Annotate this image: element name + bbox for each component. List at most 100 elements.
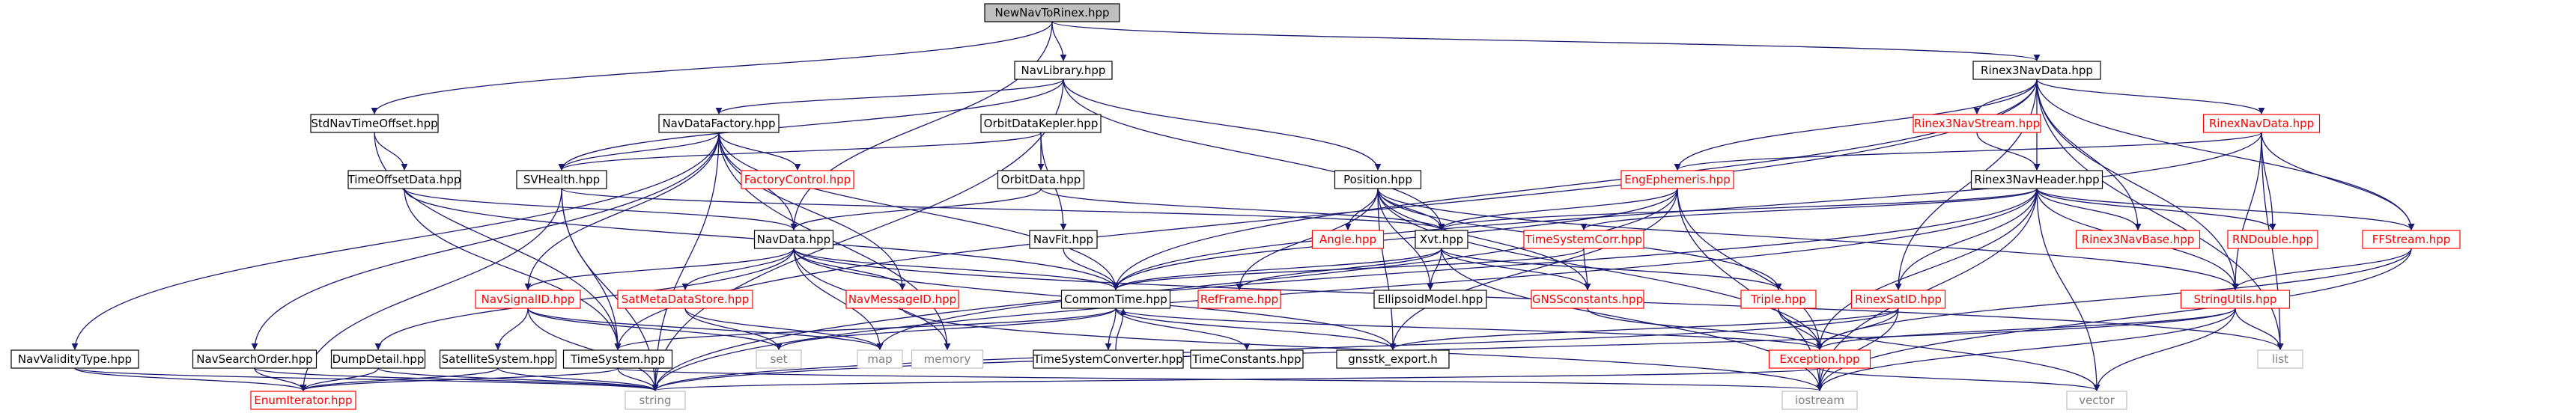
node-box	[2075, 230, 2201, 249]
node-label: RefFrame.hpp	[1200, 293, 1278, 306]
node-satsys[interactable]: SatelliteSystem.hpp	[439, 349, 557, 369]
node-xvt[interactable]: Xvt.hpp	[1415, 230, 1468, 249]
node-navfit[interactable]: NavFit.hpp	[1029, 230, 1098, 249]
edge-rnxnavheader-to-map	[876, 188, 2038, 350]
node-engeph[interactable]: EngEphemeris.hpp	[1620, 170, 1734, 189]
node-label: EngEphemeris.hpp	[1624, 173, 1731, 186]
node-satmeta[interactable]: SatMetaDataStore.hpp	[617, 290, 753, 309]
node-root[interactable]: NewNavToRinex.hpp	[984, 3, 1120, 22]
edge-satmeta-to-set	[684, 308, 783, 350]
edge-svhealth-to-xvt	[561, 188, 1445, 230]
node-orbitkepler[interactable]: OrbitDataKepler.hpp	[980, 114, 1102, 133]
edge-dumpdetail-to-string	[377, 367, 659, 391]
node-box	[1197, 290, 1281, 309]
edge-rnxnavheader-to-rndouble	[2036, 188, 2276, 230]
edge-rnxnavheader-to-tscorr	[1580, 188, 2038, 230]
edge-rnxnavheader-to-rinexsat	[1895, 188, 2038, 290]
node-label: FactoryControl.hpp	[744, 173, 851, 186]
node-navfactory[interactable]: NavDataFactory.hpp	[658, 114, 780, 133]
node-rinexsat[interactable]: RinexSatID.hpp	[1850, 290, 1946, 309]
node-factoryctl[interactable]: FactoryControl.hpp	[741, 170, 854, 189]
edge-engeph-to-gnsstk	[1389, 188, 1678, 350]
node-label: set	[771, 352, 788, 366]
node-orbitdata[interactable]: OrbitData.hpp	[997, 170, 1085, 189]
edge-orbitkepler-to-svhealth	[558, 132, 1042, 171]
edge-rinexsat-to-gnsstk	[1389, 308, 1899, 350]
edge-engeph-to-xvt	[1438, 188, 1678, 230]
node-ellipsoid[interactable]: EllipsoidModel.hpp	[1373, 290, 1487, 309]
node-timesystem[interactable]: TimeSystem.hpp	[562, 349, 673, 369]
edge-navfactory-to-commontime	[718, 132, 1120, 290]
node-timeoffset[interactable]: TimeOffsetData.hpp	[347, 170, 461, 189]
node-ffstream[interactable]: FFStream.hpp	[2362, 230, 2461, 249]
node-iostream: iostream	[1781, 391, 1858, 410]
node-stdnav[interactable]: StdNavTimeOffset.hpp	[310, 114, 439, 133]
node-angle[interactable]: Angle.hpp	[1311, 230, 1385, 249]
node-list: list	[2257, 349, 2303, 369]
node-tscorr[interactable]: TimeSystemCorr.hpp	[1523, 230, 1644, 249]
node-gnssconst[interactable]: GNSSconstants.hpp	[1531, 290, 1644, 309]
edge-navvalidity-to-enumiter	[74, 367, 307, 391]
edge-position-to-ellipsoid	[1377, 188, 1434, 290]
node-navlib[interactable]: NavLibrary.hpp	[1014, 61, 1113, 80]
node-refframe[interactable]: RefFrame.hpp	[1197, 290, 1281, 309]
node-commontime[interactable]: CommonTime.hpp	[1060, 290, 1171, 309]
node-box	[562, 349, 673, 369]
node-position[interactable]: Position.hpp	[1334, 170, 1422, 189]
node-rinexnavdata[interactable]: RinexNavData.hpp	[2202, 114, 2321, 133]
node-navsearch[interactable]: NavSearchOrder.hpp	[192, 349, 318, 369]
node-label: TimeSystemConverter.hpp	[1033, 352, 1182, 366]
node-box	[741, 170, 854, 189]
node-dumpdetail[interactable]: DumpDetail.hpp	[330, 349, 426, 369]
node-rndouble[interactable]: RNDouble.hpp	[2227, 230, 2318, 249]
node-box	[625, 391, 686, 410]
node-navmsg[interactable]: NavMessageID.hpp	[845, 290, 959, 309]
node-label: TimeSystem.hpp	[570, 352, 665, 366]
node-tsconv[interactable]: TimeSystemConverter.hpp	[1033, 349, 1184, 369]
node-map: map	[857, 349, 903, 369]
node-box	[2362, 230, 2461, 249]
edge-xvt-to-commontime	[1112, 248, 1442, 290]
edge-position-to-refframe	[1236, 188, 1379, 290]
edge-xvt-to-gnssconst	[1441, 248, 1591, 290]
edge-navfactory-to-string	[651, 132, 720, 391]
node-label: GNSSconstants.hpp	[1532, 293, 1643, 306]
node-navsignal[interactable]: NavSignalID.hpp	[475, 290, 581, 309]
edge-satsys-to-string	[497, 367, 659, 391]
node-navvalidity[interactable]: NavValidityType.hpp	[10, 349, 139, 369]
node-gnsstk[interactable]: gnsstk_export.h	[1336, 349, 1450, 369]
edge-navdata-to-navmsg	[793, 248, 906, 290]
edge-timesystem-to-enumiter	[300, 367, 619, 391]
edge-svhealth-to-enumiter	[300, 188, 562, 391]
node-navdata[interactable]: NavData.hpp	[753, 230, 834, 249]
edge-navvalidity-to-string	[74, 367, 659, 391]
edge-gnssconst-to-exception	[1587, 308, 1823, 350]
node-box	[1415, 230, 1468, 249]
node-box	[192, 349, 318, 369]
edge-commontime-to-exception	[1115, 308, 1823, 350]
edge-tsconv-to-commontime	[1115, 308, 1127, 351]
node-label: NavFit.hpp	[1033, 233, 1093, 246]
node-box	[980, 114, 1102, 133]
edge-rnxnavdata-to-stringutils	[2036, 79, 2239, 290]
node-enumiter[interactable]: EnumIterator.hpp	[250, 391, 356, 410]
node-rnxnavheader[interactable]: Rinex3NavHeader.hpp	[1970, 170, 2103, 189]
node-label: Xvt.hpp	[1420, 233, 1463, 246]
node-box	[1850, 290, 1946, 309]
node-label: StdNavTimeOffset.hpp	[311, 117, 437, 130]
node-rnxnavdata[interactable]: Rinex3NavData.hpp	[1972, 61, 2101, 80]
node-rnxnavstream[interactable]: Rinex3NavStream.hpp	[1913, 114, 2041, 133]
edge-commontime-to-gnsstk	[1115, 308, 1397, 350]
node-rnxnavbase[interactable]: Rinex3NavBase.hpp	[2075, 230, 2201, 249]
node-box	[756, 349, 802, 369]
node-label: NewNavToRinex.hpp	[994, 6, 1109, 19]
node-svhealth[interactable]: SVHealth.hpp	[516, 170, 607, 189]
node-label: StringUtils.hpp	[2193, 293, 2276, 306]
node-stringutils[interactable]: StringUtils.hpp	[2180, 290, 2291, 309]
node-timeconst[interactable]: TimeConstants.hpp	[1190, 349, 1304, 369]
node-box	[516, 170, 607, 189]
node-label: EnumIterator.hpp	[254, 394, 352, 407]
node-triple[interactable]: Triple.hpp	[1740, 290, 1817, 309]
node-exception[interactable]: Exception.hpp	[1768, 349, 1871, 369]
node-box	[1190, 349, 1304, 369]
